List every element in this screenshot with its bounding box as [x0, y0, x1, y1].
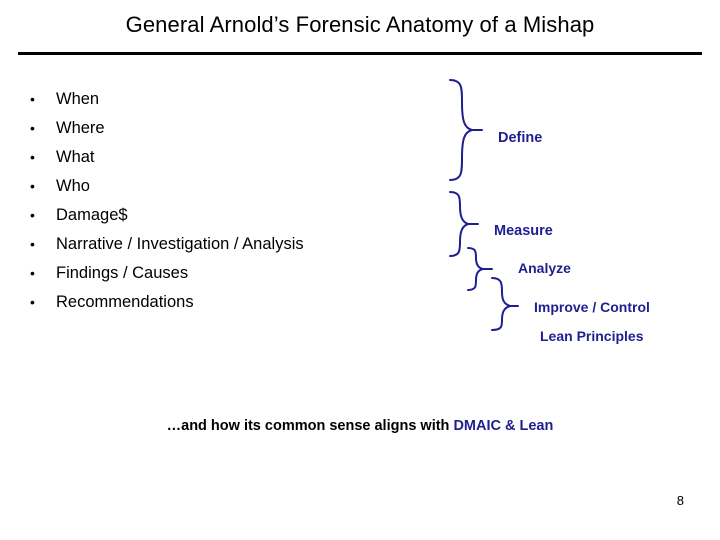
- list-item: • Who: [30, 177, 450, 206]
- brace-curly-icon: [449, 79, 519, 331]
- list-item: • Findings / Causes: [30, 264, 450, 293]
- footer-note: …and how its common sense aligns with DM…: [0, 418, 720, 434]
- page-number: 8: [676, 493, 684, 508]
- bullet-dot-icon: •: [30, 265, 35, 281]
- footer-note-lead: …and how its common sense aligns with: [166, 418, 454, 434]
- list-item-label: What: [56, 148, 95, 166]
- bullet-dot-icon: •: [30, 178, 35, 194]
- bullet-dot-icon: •: [30, 236, 35, 252]
- phase-label-analyze: Analyze: [518, 260, 571, 276]
- phase-label-define: Define: [498, 130, 543, 146]
- bullet-dot-icon: •: [30, 207, 35, 223]
- list-item-label: Damage$: [56, 206, 128, 224]
- list-item: • Narrative / Investigation / Analysis: [30, 235, 450, 264]
- list-item-label: Who: [56, 177, 90, 195]
- list-item-label: Where: [56, 119, 105, 137]
- bullet-dot-icon: •: [30, 120, 35, 136]
- list-item-label: When: [56, 90, 100, 108]
- list-item-label: Narrative / Investigation / Analysis: [56, 235, 304, 253]
- list-item: • Recommendations: [30, 293, 450, 322]
- list-item: • Damage$: [30, 206, 450, 235]
- list-item-label: Findings / Causes: [56, 264, 189, 282]
- phase-label-measure: Measure: [494, 223, 553, 239]
- list-item: • Where: [30, 119, 450, 148]
- bullet-list: • When • Where • What • Who • Damage$ • …: [30, 90, 450, 322]
- list-item-label: Recommendations: [56, 293, 194, 311]
- bullet-dot-icon: •: [30, 91, 35, 107]
- phase-label-improve-control: Improve / Control: [534, 299, 650, 315]
- page-title: General Arnold’s Forensic Anatomy of a M…: [125, 12, 595, 37]
- bullet-dot-icon: •: [30, 294, 35, 310]
- list-item: • When: [30, 90, 450, 119]
- title-divider: [18, 52, 702, 55]
- list-item: • What: [30, 148, 450, 177]
- phase-label-group: Define Measure Analyze Improve / Control…: [450, 80, 720, 370]
- brace-group: [440, 72, 560, 332]
- phase-label-lean-principles: Lean Principles: [540, 328, 644, 344]
- bullet-dot-icon: •: [30, 149, 35, 165]
- footer-note-highlight: DMAIC & Lean: [453, 418, 554, 434]
